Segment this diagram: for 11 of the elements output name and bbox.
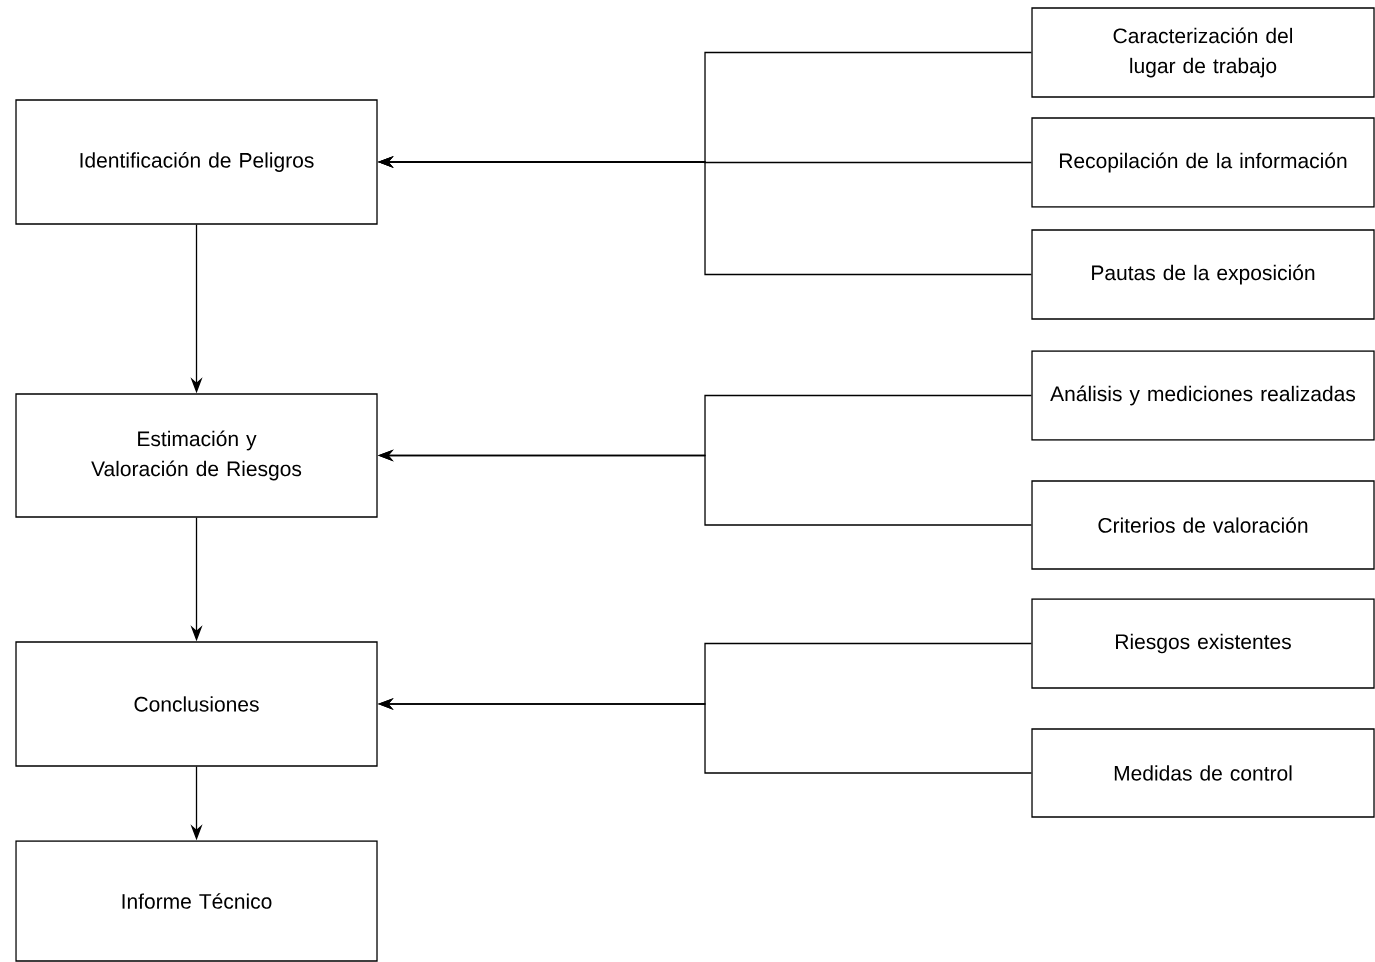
process-box: Criterios de valoración [1031,480,1375,570]
process-box: Caracterización del lugar de trabajo [1031,7,1375,98]
process-box: Análisis y mediciones realizadas [1031,350,1375,441]
process-box: Recopilación de la información [1031,117,1375,208]
process-box: Informe Técnico [15,840,378,962]
process-box: Identificación de Peligros [15,99,378,225]
process-box: Medidas de control [1031,728,1375,818]
process-box: Riesgos existentes [1031,598,1375,689]
process-box: Conclusiones [15,641,378,767]
process-box: Pautas de la exposición [1031,229,1375,320]
process-box: Estimación y Valoración de Riesgos [15,393,378,518]
